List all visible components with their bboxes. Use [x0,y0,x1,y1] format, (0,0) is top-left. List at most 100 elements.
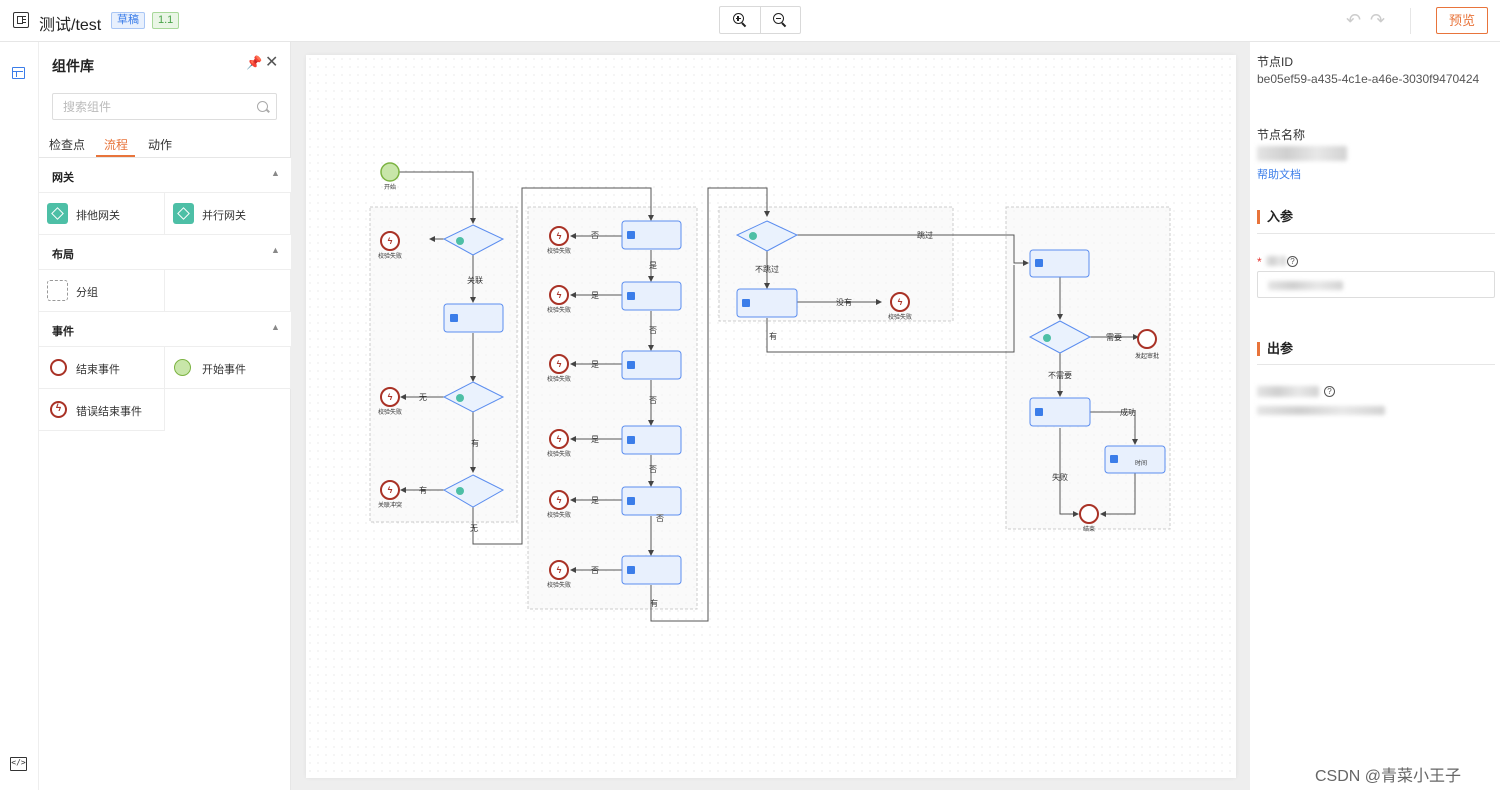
close-icon[interactable]: ✕ [265,54,279,71]
tab-flow[interactable]: 流程 [104,138,129,152]
redo-icon[interactable]: ↷ [1370,10,1386,30]
panel-title: 组件库 [52,58,94,74]
task-node [621,486,682,516]
svg-text:不跳过: 不跳过 [755,264,779,274]
error-end-node [549,285,569,305]
search-box [52,93,277,120]
svg-text:关联冲突: 关联冲突 [378,501,402,509]
search-icon[interactable] [257,101,268,112]
task-node [1104,445,1166,474]
task-node [621,350,682,380]
svg-text:ϟ: ϟ [557,290,562,300]
page-title: 测试/test [39,17,102,34]
node-id-label: 节点ID [1257,55,1294,69]
component-parallel-gateway[interactable]: 并行网关 [165,193,291,235]
left-rail: </> [0,42,39,790]
undo-icon[interactable]: ↶ [1346,10,1362,30]
active-tab-indicator [96,155,135,157]
help-doc-link[interactable]: 帮助文档 [1257,169,1301,181]
svg-text:否: 否 [649,396,657,405]
svg-text:有: 有 [471,438,479,448]
gateway-node [442,381,505,413]
status-badge: 草稿 [111,12,145,29]
properties-panel: 节点ID be05ef59-a435-4c1e-a46e-3030f947042… [1250,42,1500,790]
svg-text:是: 是 [591,360,599,369]
task-node [1029,249,1090,278]
svg-text:ϟ: ϟ [557,359,562,369]
component-error-end-event[interactable]: ϟ 错误结束事件 [39,389,165,431]
flow-canvas[interactable]: 开始 ϟ 校验失败 ϟ 校验失败 ϟ 关联冲突 关联 无 有 有 无 [306,55,1236,778]
end-event-icon [50,359,67,376]
component-exclusive-gateway[interactable]: 排他网关 [39,193,165,235]
section-divider [1257,364,1495,365]
svg-text:跳过: 跳过 [917,230,933,240]
svg-text:校验失败: 校验失败 [547,247,571,255]
svg-text:是: 是 [591,291,599,300]
node-id-value: be05ef59-a435-4c1e-a46e-3030f9470424 [1257,72,1480,86]
search-input[interactable] [53,94,253,119]
task-node [621,220,682,250]
svg-text:ϟ: ϟ [557,495,562,505]
svg-text:无: 无 [470,524,478,533]
zoom-in-icon [732,13,747,28]
empty-cell [165,270,291,312]
svg-text:是: 是 [649,261,657,270]
pin-icon[interactable]: 📌 [246,55,263,70]
param-value-redacted [1268,281,1343,290]
zoom-out-button[interactable] [761,7,801,33]
chevron-up-icon: ▲ [271,168,280,178]
task-node [736,288,798,318]
error-end-node [380,480,400,500]
svg-text:ϟ: ϟ [388,236,393,246]
start-event-icon [174,359,191,376]
error-end-node [380,231,400,251]
output-value-redacted [1257,406,1385,415]
chevron-up-icon: ▲ [271,322,280,332]
error-end-event-icon: ϟ [50,401,67,418]
tab-checkpoint[interactable]: 检查点 [49,138,86,152]
svg-text:否: 否 [649,465,657,474]
exclusive-gateway-icon [47,203,68,224]
top-toolbar: 测试/test 草稿 1.1 ↶ ↷ 预览 [0,0,1500,42]
group-box [527,206,698,610]
chevron-up-icon: ▲ [271,245,280,255]
preview-button[interactable]: 预览 [1436,7,1488,34]
svg-text:无: 无 [419,393,427,402]
svg-text:是: 是 [591,496,599,505]
svg-text:ϟ: ϟ [557,565,562,575]
section-event[interactable]: 事件 ▲ [39,312,291,347]
svg-text:校验失败: 校验失败 [547,581,571,589]
help-question-icon[interactable]: ? [1324,386,1335,397]
svg-text:时间: 时间 [1135,459,1147,467]
svg-text:校验失败: 校验失败 [547,306,571,314]
section-gateway[interactable]: 网关 ▲ [39,158,291,193]
gateway-node [442,474,505,508]
svg-text:发起审批: 发起审批 [1135,352,1159,360]
svg-text:ϟ: ϟ [388,392,393,402]
zoom-in-button[interactable] [720,7,761,33]
section-layout[interactable]: 布局 ▲ [39,235,291,270]
watermark: CSDN @青菜小王子 [1315,768,1462,785]
svg-text:否: 否 [591,566,599,575]
component-end-event[interactable]: 结束事件 [39,347,165,389]
group-box [369,206,518,523]
gateway-node [735,220,799,252]
svg-text:校验失败: 校验失败 [378,408,402,416]
component-group[interactable]: 分组 [39,270,165,312]
tab-action[interactable]: 动作 [148,138,173,152]
param-input[interactable] [1257,271,1495,298]
svg-text:否: 否 [591,231,599,240]
svg-text:校验失败: 校验失败 [547,511,571,519]
svg-text:开始: 开始 [384,183,396,191]
svg-text:否: 否 [649,326,657,335]
component-library-icon[interactable] [12,67,25,79]
component-start-event[interactable]: 开始事件 [165,347,291,389]
help-question-icon[interactable]: ? [1287,256,1298,267]
error-end-node [549,226,569,246]
section-divider [1257,233,1495,234]
output-section-title: 出参 [1257,342,1293,356]
svg-text:没有: 没有 [836,297,852,307]
version-badge: 1.1 [152,12,180,29]
code-view-icon[interactable]: </> [10,757,27,771]
svg-text:不需要: 不需要 [1048,371,1072,380]
